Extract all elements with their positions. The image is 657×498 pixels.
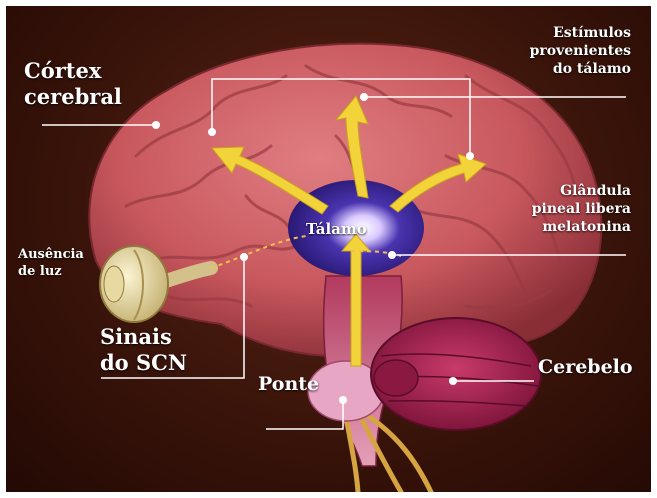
pons-label: Ponte	[258, 373, 319, 395]
cortex-label: Córtex cerebral	[24, 58, 122, 110]
eye-label: Ausência de luz	[18, 246, 84, 280]
cerebellum-label: Cerebelo	[538, 356, 633, 378]
thalamus-label: Tálamo	[306, 220, 367, 238]
scn-label: Sinais do SCN	[100, 324, 187, 376]
stimuli-label: Estímulos provenientes do tálamo	[530, 24, 631, 78]
cerebellum-shape	[371, 318, 541, 430]
diagram-frame: Córtex cerebral Estímulos provenientes d…	[6, 6, 651, 492]
pineal-label: Glândula pineal libera melatonina	[532, 182, 631, 236]
